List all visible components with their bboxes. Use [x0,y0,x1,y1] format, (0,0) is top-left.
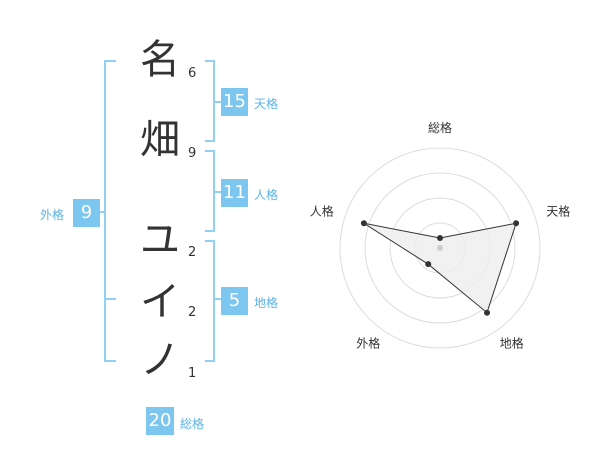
tenkaku-value: 15 [221,88,248,116]
gaikaku-bracket-divider [104,298,116,300]
name-char-1: 名 [140,37,180,83]
chikaku-value: 5 [221,287,248,315]
gaikaku-label: 外格 [40,208,65,222]
jinkaku-bracket-tick [214,191,222,193]
radar-point-0 [437,235,443,241]
chikaku-label: 地格 [254,296,279,310]
soukaku-label: 総格 [180,417,205,431]
radar-center-dot [437,245,443,251]
gaikaku-bracket-tick [94,211,106,213]
radar-axis-label-3: 外格 [356,335,380,350]
name-char-2: 畑 [140,117,180,163]
radar-axis-label-1: 天格 [546,204,570,219]
name-char-5: ノ [140,337,180,383]
radar-axis-label-2: 地格 [500,335,524,350]
radar-axis-label-0: 総格 [428,120,452,135]
name-char-3: ユ [140,217,180,263]
jinkaku-value: 11 [221,179,248,207]
chikaku-bracket-tick [214,298,222,300]
radar-ring-4 [339,147,541,349]
name-char-4: イ [140,279,180,325]
radar-point-2 [484,309,491,316]
radar-axis-label-4: 人格 [310,204,334,219]
stroke-count-5: 1 [188,366,197,381]
radar-point-1 [513,220,520,227]
stroke-count-3: 2 [188,245,197,260]
tenkaku-label: 天格 [254,97,279,111]
tenkaku-bracket-tick [214,101,222,103]
gaikaku-value: 9 [73,199,100,227]
radar-area [363,222,517,314]
stroke-count-1: 6 [188,66,197,81]
jinkaku-label: 人格 [254,188,279,202]
stroke-count-4: 2 [188,305,197,320]
soukaku-value: 20 [146,407,174,435]
chikaku-bracket [205,240,215,362]
stroke-count-2: 9 [188,146,197,161]
radar-point-4 [360,220,367,227]
radar-ring-3 [364,172,516,324]
radar-points [360,220,520,316]
radar-point-3 [425,261,432,268]
